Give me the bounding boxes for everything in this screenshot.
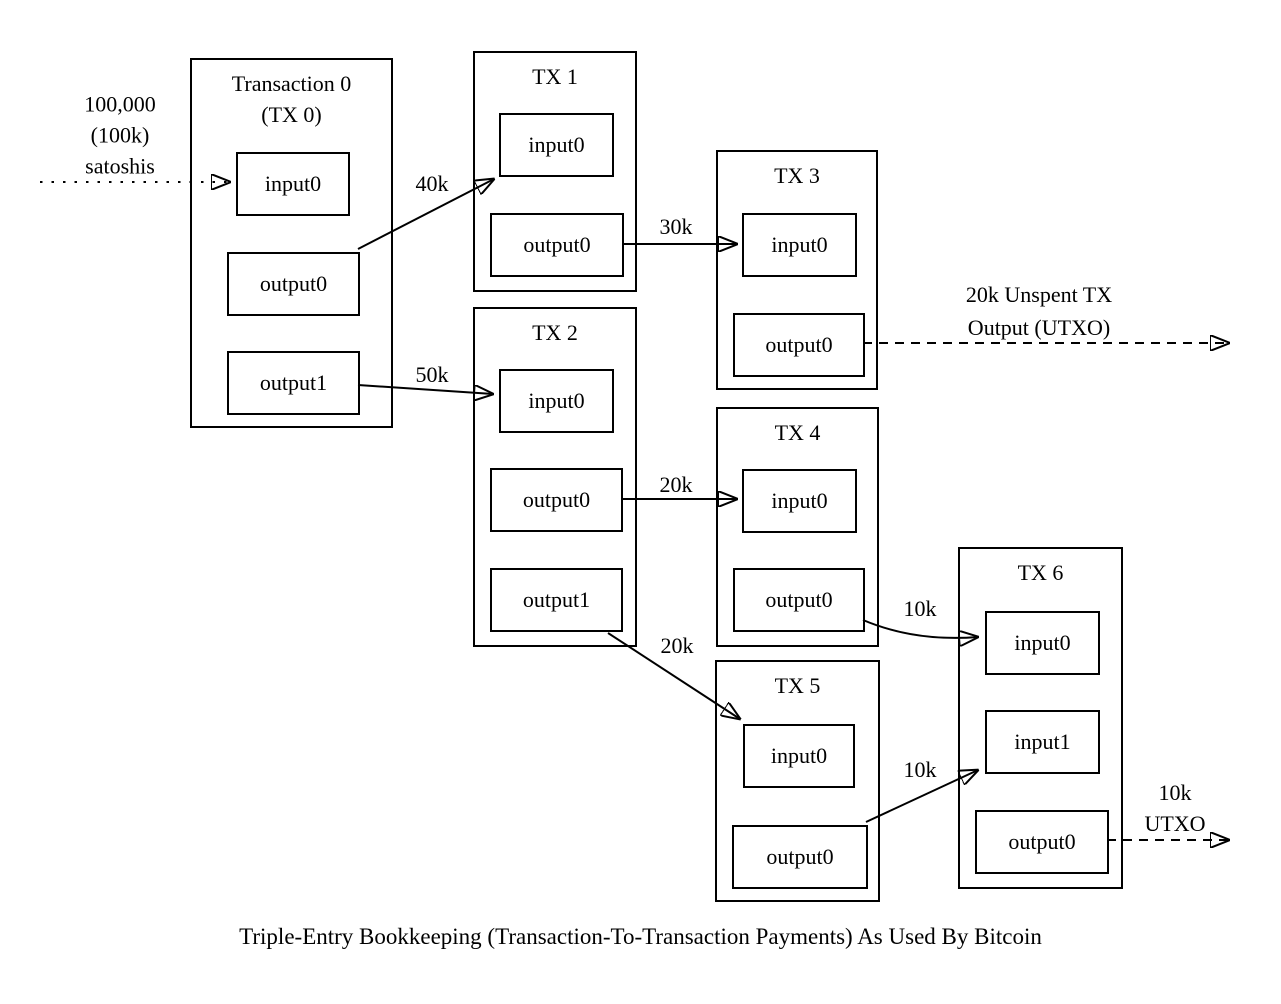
slot-label: output0 bbox=[766, 844, 834, 869]
utxo-label-tx3: 20k Unspent TX Output (UTXO) bbox=[966, 278, 1112, 344]
slot-label: input1 bbox=[1014, 729, 1071, 754]
tx6-title: TX 6 bbox=[1017, 560, 1064, 585]
slot-label: output0 bbox=[522, 487, 591, 512]
slot-label: output0 bbox=[259, 271, 328, 296]
source-note: 100,000 (100k) satoshis bbox=[84, 89, 156, 182]
slot-label: output1 bbox=[522, 587, 591, 612]
flow-label-50k: 50k bbox=[415, 362, 449, 387]
flow-label-10k-tx6b: 10k bbox=[903, 757, 937, 782]
slot-label: output1 bbox=[259, 370, 328, 395]
flow-label-20k-tx5: 20k bbox=[660, 633, 694, 658]
tx0-slot-input0: input0 bbox=[236, 152, 350, 216]
slot-label: input0 bbox=[528, 132, 585, 157]
utxo-label-tx3-line2: Output (UTXO) bbox=[967, 315, 1111, 340]
tx3-box: TX 3 input0 output0 bbox=[716, 150, 878, 390]
tx5-title: TX 5 bbox=[774, 673, 821, 698]
tx0-title-line1: Transaction 0 bbox=[231, 71, 352, 96]
tx4-box: TX 4 input0 output0 bbox=[716, 407, 879, 647]
source-note-line2: (100k) bbox=[90, 122, 150, 148]
slot-label: output0 bbox=[1008, 829, 1076, 854]
tx0-title: Transaction 0 (TX 0) bbox=[192, 68, 391, 130]
source-note-line1: 100,000 bbox=[84, 91, 156, 117]
diagram-caption: Triple-Entry Bookkeeping (Transaction-To… bbox=[239, 924, 1042, 949]
utxo-label-tx6-line2: UTXO bbox=[1144, 811, 1206, 836]
slot-label: input0 bbox=[1014, 630, 1071, 655]
tx2-slot-output1: output1 bbox=[490, 568, 623, 632]
tx2-box: TX 2 input0 output0 output1 bbox=[473, 307, 637, 647]
tx6-box: TX 6 input0 input1 output0 bbox=[958, 547, 1123, 889]
tx3-slot-output0: output0 bbox=[733, 313, 865, 377]
tx5-slot-input0: input0 bbox=[743, 724, 855, 788]
tx5-box: TX 5 input0 output0 bbox=[715, 660, 880, 902]
utxo-label-tx3-line1: 20k Unspent TX bbox=[965, 282, 1113, 307]
slot-label: input0 bbox=[264, 171, 322, 196]
tx3-title: TX 3 bbox=[774, 163, 820, 188]
flow-label-20k-tx4: 20k bbox=[659, 472, 693, 497]
tx4-slot-input0: input0 bbox=[742, 469, 857, 533]
slot-label: input0 bbox=[528, 388, 585, 413]
slot-label: input0 bbox=[770, 743, 828, 768]
tx1-slot-output0: output0 bbox=[490, 213, 624, 277]
source-note-line3: satoshis bbox=[85, 153, 155, 179]
tx0-box: Transaction 0 (TX 0) input0 output0 outp… bbox=[190, 58, 393, 428]
tx6-slot-input1: input1 bbox=[985, 710, 1100, 774]
tx3-slot-input0: input0 bbox=[742, 213, 857, 277]
tx2-slot-output0: output0 bbox=[490, 468, 623, 532]
tx1-box: TX 1 input0 output0 bbox=[473, 51, 637, 292]
tx4-slot-output0: output0 bbox=[733, 568, 865, 632]
slot-label: input0 bbox=[771, 232, 828, 257]
flow-label-30k: 30k bbox=[659, 214, 693, 239]
flow-label-40k: 40k bbox=[415, 171, 449, 196]
tx4-title: TX 4 bbox=[774, 420, 821, 445]
tx0-slot-output0: output0 bbox=[227, 252, 360, 316]
tx0-slot-output1: output1 bbox=[227, 351, 360, 415]
slot-label: output0 bbox=[765, 332, 833, 357]
utxo-label-tx6-line1: 10k bbox=[1158, 780, 1192, 805]
slot-label: output0 bbox=[523, 232, 591, 257]
tx1-title: TX 1 bbox=[532, 64, 578, 89]
tx2-slot-input0: input0 bbox=[499, 369, 614, 433]
slot-label: output0 bbox=[765, 587, 833, 612]
tx6-slot-output0: output0 bbox=[975, 810, 1109, 874]
tx5-slot-output0: output0 bbox=[732, 825, 868, 889]
tx1-slot-input0: input0 bbox=[499, 113, 614, 177]
tx0-title-line2: (TX 0) bbox=[261, 102, 322, 127]
utxo-label-tx6: 10k UTXO bbox=[1144, 777, 1205, 839]
flow-label-10k-tx6a: 10k bbox=[903, 596, 937, 621]
tx6-slot-input0: input0 bbox=[985, 611, 1100, 675]
slot-label: input0 bbox=[771, 488, 828, 513]
tx2-title: TX 2 bbox=[532, 320, 578, 345]
